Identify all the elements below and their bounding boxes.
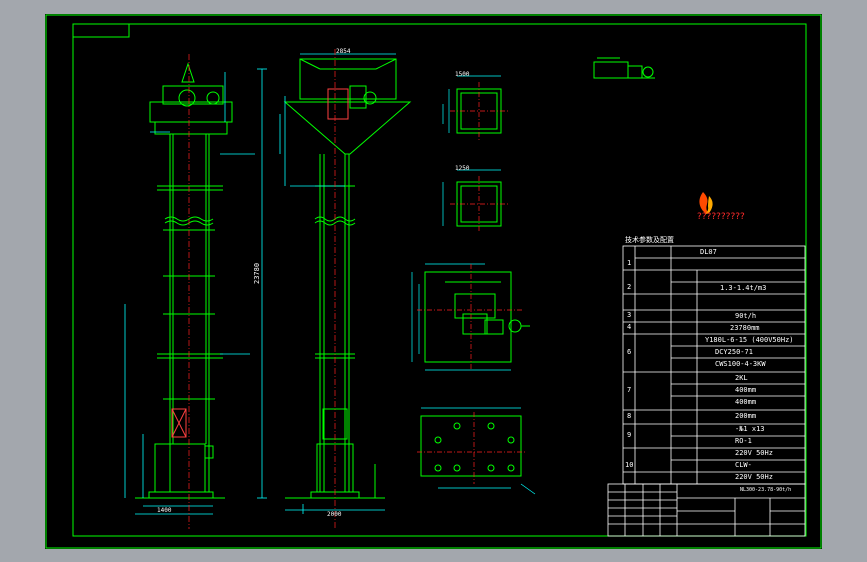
span-a-dim: 1500 xyxy=(455,71,470,78)
side-view xyxy=(283,58,412,499)
spec-no-1: 1 xyxy=(627,259,632,267)
total-height-dim: 23780 xyxy=(253,262,261,284)
head-width-dim: 2854 xyxy=(336,48,351,55)
drawing-sheet: 23780 2854 1500 1250 1400 2000 ?????????… xyxy=(45,14,822,549)
drawing-number: NL300-23.78-90t/h xyxy=(740,487,792,493)
logo-flame xyxy=(699,192,713,214)
spec-no-6: 6 xyxy=(627,348,632,356)
spec-no-9: 9 xyxy=(627,431,632,439)
spec-value-density: 1.3-1.4t/m3 xyxy=(720,284,767,292)
spec-value-width: 400mm xyxy=(735,386,757,394)
spec-no-8: 8 xyxy=(627,412,632,420)
spec-value-chain: -№1 x13 xyxy=(735,425,765,433)
bolt-pattern-view xyxy=(420,415,522,477)
spec-table-grid xyxy=(622,245,806,485)
front-view xyxy=(135,62,233,499)
logo-caption: ?????????? xyxy=(697,212,745,222)
title-block-grid xyxy=(607,483,806,537)
corner-label-box xyxy=(72,23,130,38)
spec-value-aux: CWS100-4-3KW xyxy=(715,360,766,368)
side-dims xyxy=(279,53,396,514)
spec-no-4: 4 xyxy=(627,323,632,331)
spec-no-10: 10 xyxy=(625,461,634,469)
spec-no-3: 3 xyxy=(627,311,632,319)
spec-value-voltage-1: 220V 50Hz xyxy=(735,449,773,457)
head-plan-view xyxy=(424,271,530,363)
drive-unit-sketch xyxy=(593,57,655,79)
spec-value-model: DL07 xyxy=(700,248,717,256)
cad-drawing xyxy=(45,14,822,549)
base-a-dim: 1400 xyxy=(157,507,172,514)
spec-value-hopper: 2KL xyxy=(735,374,748,382)
base-b-dim: 2000 xyxy=(327,511,342,518)
spec-value-height: 23780mm xyxy=(730,324,760,332)
spec-no-2: 2 xyxy=(627,283,632,291)
spec-value-depth: 400mm xyxy=(735,398,757,406)
spec-value-pitch: 200mm xyxy=(735,412,757,420)
spec-value-monitor: CLW- xyxy=(735,461,752,469)
span-b-dim: 1250 xyxy=(455,165,470,172)
spec-value-voltage-2: 220V 50Hz xyxy=(735,473,773,481)
spec-value-motor: Y180L-6-15 (400V50Hz) xyxy=(705,336,794,344)
spec-value-switch: RO-1 xyxy=(735,437,752,445)
spec-value-capacity: 90t/h xyxy=(735,312,757,320)
inner-frame xyxy=(72,23,807,537)
spec-no-7: 7 xyxy=(627,386,632,394)
outer-frame xyxy=(45,14,822,549)
spec-table-title: 技术参数及配置 xyxy=(625,236,674,244)
spec-value-reducer: DCY250-71 xyxy=(715,348,753,356)
front-dims xyxy=(124,68,267,515)
